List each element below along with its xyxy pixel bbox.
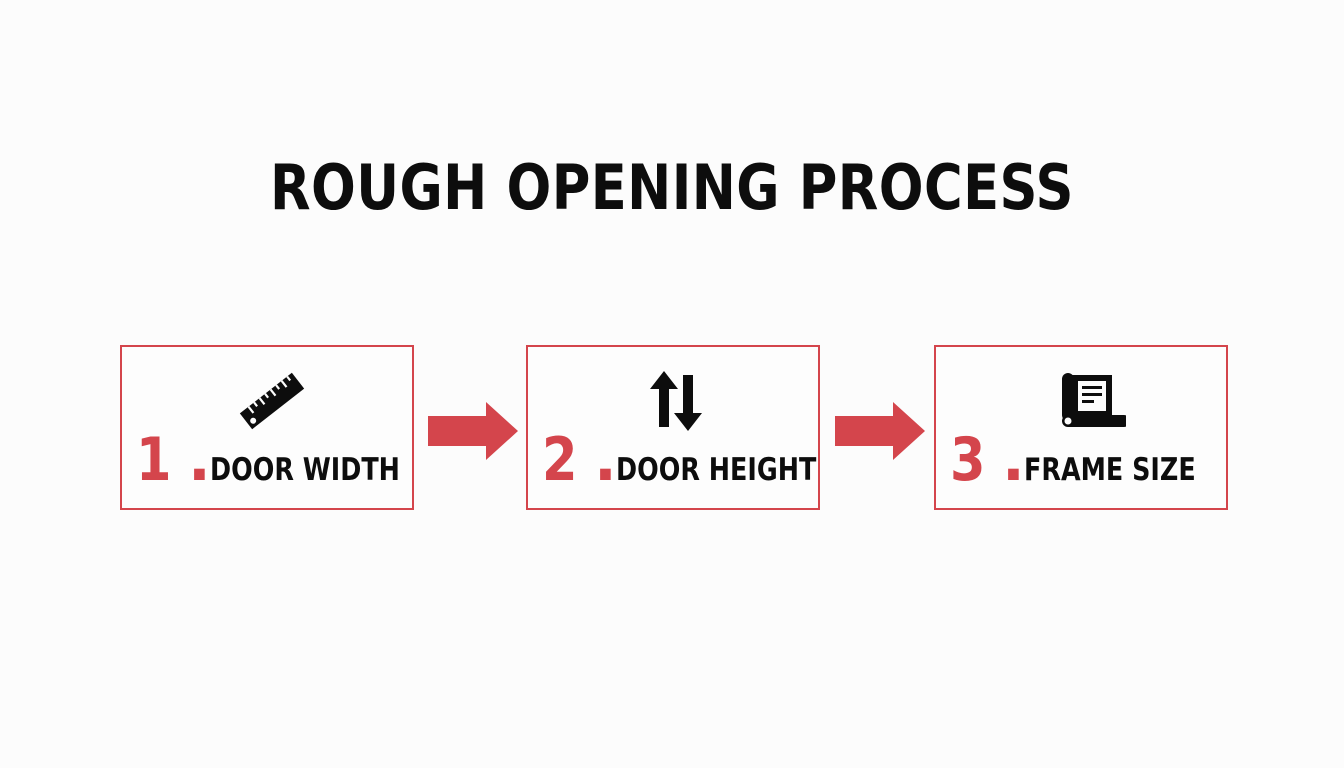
right-arrow-icon [835, 400, 927, 462]
step-label: FRAME SIZE [1024, 452, 1196, 488]
step-label-row: 1. DOOR WIDTH [136, 425, 442, 495]
step-number-dot: . [594, 425, 617, 495]
step-frame-size: 3. FRAME SIZE [934, 345, 1228, 510]
blueprint-scroll-icon [1054, 369, 1130, 433]
diagram-title: ROUGH OPENING PROCESS [270, 151, 1074, 224]
step-number: 3 [950, 425, 985, 495]
step-label-row: 2. DOOR HEIGHT [542, 425, 860, 495]
step-label: DOOR HEIGHT [616, 452, 817, 488]
step-door-width: 1. DOOR WIDTH [120, 345, 414, 510]
step-number-dot: . [1002, 425, 1025, 495]
step-label-row: 3. FRAME SIZE [950, 425, 1233, 495]
step-label: DOOR WIDTH [210, 452, 400, 488]
ruler-icon [236, 369, 308, 433]
step-number: 2 [542, 425, 577, 495]
step-number-dot: . [188, 425, 211, 495]
up-down-arrows-icon [640, 369, 712, 433]
step-number: 1 [136, 425, 171, 495]
step-door-height: 2. DOOR HEIGHT [526, 345, 820, 510]
right-arrow-icon [428, 400, 520, 462]
